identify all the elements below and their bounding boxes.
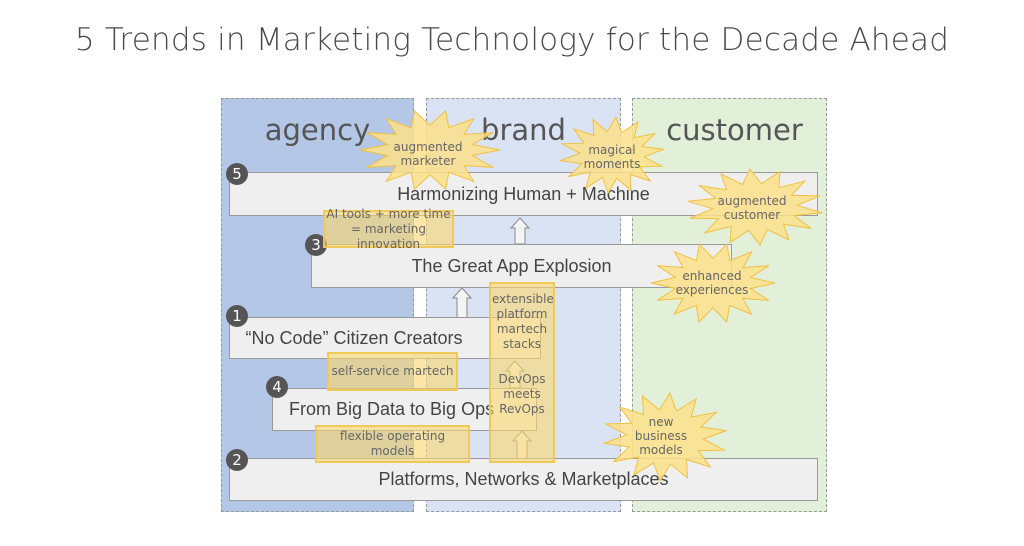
note-self-service: self-service martech <box>327 352 458 391</box>
starburst-label: magical moments <box>583 143 641 171</box>
trend-label: The Great App Explosion <box>411 255 612 276</box>
starburst-label: enhanced experiences <box>675 269 749 297</box>
starburst-shape <box>687 168 823 246</box>
starburst-label: augmented marketer <box>393 140 463 168</box>
trend-label: “No Code” Citizen Creators <box>245 327 463 348</box>
trend-label: Platforms, Networks & Marketplaces <box>378 469 669 489</box>
column-label-customer: customer <box>666 113 803 147</box>
trend-number-badge: 1 <box>226 305 248 327</box>
up-arrow-icon <box>451 287 473 319</box>
trend-number-badge: 5 <box>226 163 248 185</box>
trend-bar-2: Platforms, Networks & Marketplaces <box>229 458 818 501</box>
starburst-shape <box>650 242 776 324</box>
starburst-shape <box>558 115 666 195</box>
note-extensible: extensible platform martech stacks <box>492 292 554 351</box>
starburst-label: augmented customer <box>717 194 787 222</box>
page-title: 5 Trends in Marketing Technology for the… <box>74 22 950 58</box>
column-label-agency: agency <box>264 113 371 147</box>
trend-number-badge: 2 <box>226 449 248 471</box>
trend-label: Harmonizing Human + Machine <box>397 183 650 204</box>
note-ai-tools: AI tools + more time = marketing innovat… <box>323 207 454 251</box>
up-arrow-icon <box>509 217 531 245</box>
trend-number-badge: 3 <box>305 234 327 256</box>
starburst-shape <box>603 391 727 483</box>
note-platform-stack: extensible platform martech stacks DevOp… <box>489 282 555 463</box>
column-customer: customer <box>632 98 827 512</box>
column-label-brand: brand <box>481 113 566 147</box>
trend-number-badge: 4 <box>266 376 288 398</box>
trend-label: From Big Data to Big Ops <box>289 399 495 419</box>
note-flexible: flexible operating models <box>315 425 470 463</box>
starburst-shape <box>359 110 501 190</box>
starburst-label: new business models <box>634 415 688 457</box>
note-devops: DevOps meets RevOps <box>498 372 546 416</box>
